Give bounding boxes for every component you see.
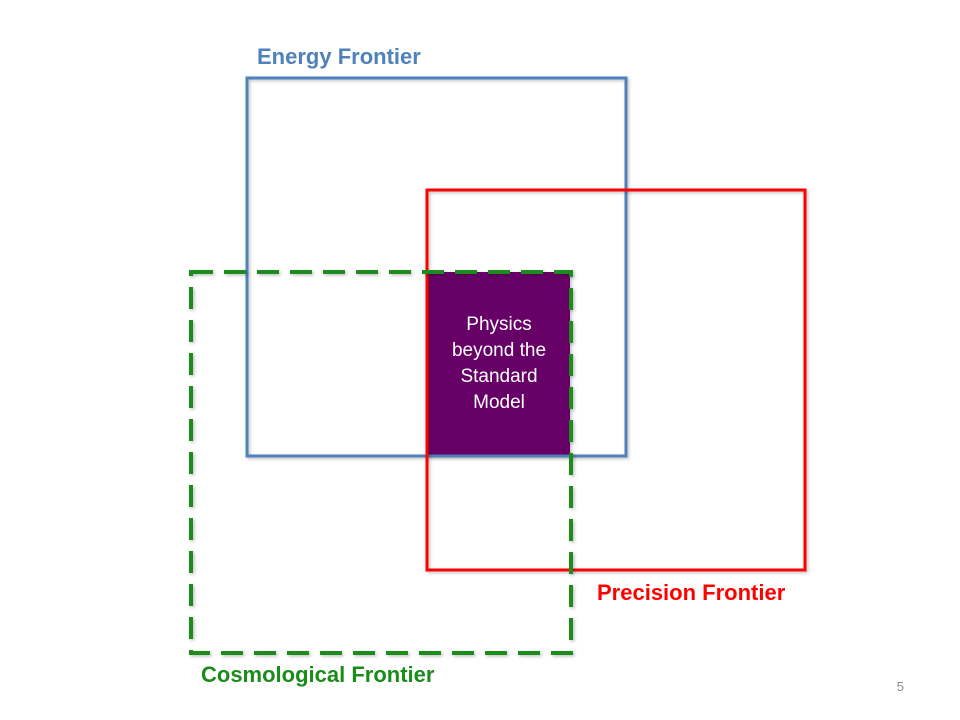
overlap-region-label-container: Physics beyond the Standard Model bbox=[428, 272, 570, 456]
precision-frontier-label: Precision Frontier bbox=[597, 580, 786, 605]
cosmological-frontier-box bbox=[189, 270, 573, 655]
energy-frontier-box bbox=[245, 76, 628, 458]
cosmological-frontier-label: Cosmological Frontier bbox=[201, 662, 435, 687]
overlap-region-label: Physics beyond the Standard Model bbox=[451, 314, 547, 413]
overlap-region-box bbox=[428, 272, 570, 456]
energy-frontier-label: Energy Frontier bbox=[257, 44, 421, 69]
precision-frontier-box bbox=[425, 188, 807, 572]
slide-number: 5 bbox=[896, 679, 904, 694]
